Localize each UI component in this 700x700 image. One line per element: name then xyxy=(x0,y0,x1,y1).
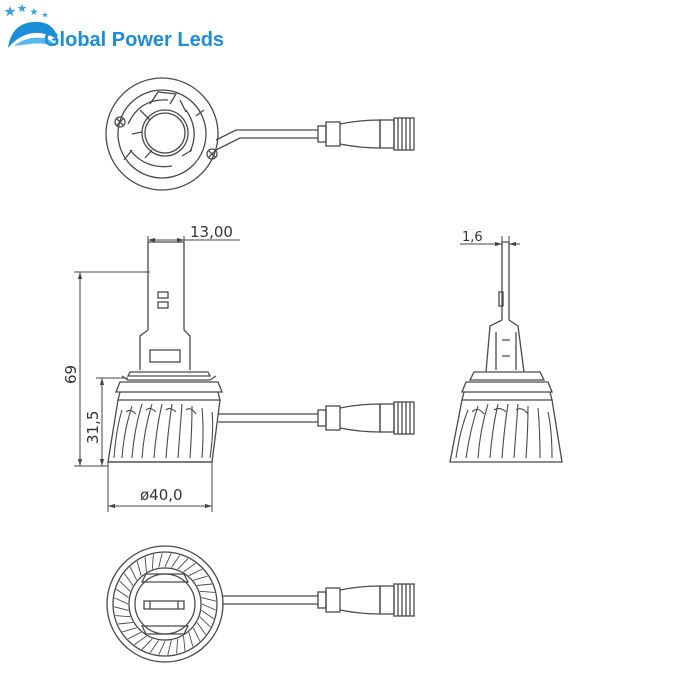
heatsink-fin xyxy=(129,566,138,581)
heatsink-fin xyxy=(201,610,215,620)
heatsink-fin xyxy=(115,615,131,618)
dimension-arm-width: 13,00 xyxy=(190,223,233,241)
heatsink-fin xyxy=(119,580,131,592)
heatsink-fin xyxy=(167,640,172,656)
heatsink-fin xyxy=(188,632,194,647)
brand-name: Global Power Leds xyxy=(44,29,224,51)
heatsink-fin xyxy=(196,622,207,635)
heatsink-fin xyxy=(196,583,212,586)
heatsink-fin xyxy=(193,575,208,581)
heatsink-fin xyxy=(158,552,163,568)
heatsink-fin xyxy=(192,627,201,642)
heatsink-fin xyxy=(183,635,186,651)
heatsink-fin xyxy=(123,573,134,586)
front-view xyxy=(107,241,415,463)
dimension-tab-thickness: 1,6 xyxy=(462,230,483,245)
heatsink-fin xyxy=(144,557,147,573)
heatsink-fin xyxy=(199,616,211,628)
heatsink-fin xyxy=(136,561,142,576)
heatsink-fin xyxy=(115,588,129,598)
heatsink-fin xyxy=(158,640,166,655)
heatsink-fin xyxy=(183,562,196,573)
brand-logo: Global Power Leds xyxy=(4,4,224,51)
heatsink-fin xyxy=(164,553,172,568)
globe-stars-logo xyxy=(8,21,58,48)
heatsink-fin xyxy=(201,597,217,602)
dimension-total-height: 69 xyxy=(62,365,80,384)
heatsink-fin xyxy=(122,627,137,633)
star-icon xyxy=(4,4,48,18)
heatsink-fin xyxy=(141,638,153,650)
heatsink-fin xyxy=(201,603,216,611)
heatsink-fin xyxy=(188,568,203,577)
heatsink-fin xyxy=(176,638,179,654)
heatsink-fin xyxy=(113,606,129,611)
bottom-view xyxy=(106,545,415,663)
dimension-base-height: 31,5 xyxy=(84,411,102,444)
heatsink-fin xyxy=(177,558,189,570)
heatsink-fin xyxy=(127,631,142,640)
heatsink-fin xyxy=(134,635,147,646)
heatsink-fin xyxy=(149,640,159,654)
screw-icon xyxy=(114,116,126,128)
screw-icon xyxy=(206,148,218,160)
heatsink-fin xyxy=(118,622,134,625)
side-view xyxy=(449,241,563,463)
heatsink-fin xyxy=(114,597,129,605)
heatsink-fin xyxy=(199,590,215,593)
dimension-diameter: ø40,0 xyxy=(140,486,183,504)
heatsink-fin xyxy=(151,554,154,570)
top-view xyxy=(105,77,415,191)
heatsink-fin xyxy=(171,554,181,568)
